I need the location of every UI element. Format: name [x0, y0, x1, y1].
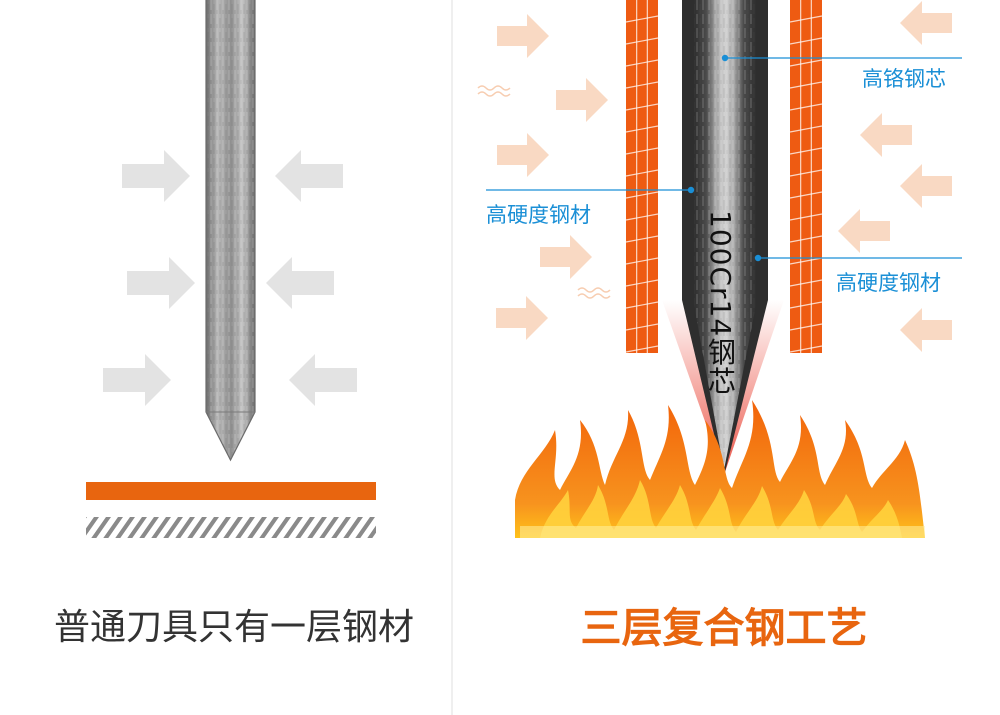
arrow-right-icon: [122, 150, 190, 202]
arrow-left-icon: [275, 150, 343, 202]
arrow-left-icon: [900, 308, 952, 352]
left-panel: [86, 0, 376, 538]
right-panel: [477, 0, 952, 538]
arrow-left-icon: [838, 209, 890, 253]
composite-blade: [682, 0, 768, 476]
arrow-left-icon: [860, 113, 912, 157]
right-caption: 三层复合钢工艺: [580, 604, 868, 652]
callout-core-label: 高铬钢芯: [862, 67, 946, 91]
callout-hard-steel-right-label: 高硬度钢材: [836, 271, 941, 295]
arrow-right-icon: [127, 257, 195, 309]
outer-steel-layer-left: [625, 0, 659, 353]
arrow-left-icon: [266, 257, 334, 309]
left-caption: 普通刀具只有一层钢材: [53, 607, 414, 648]
outer-steel-layer-right: [789, 0, 823, 353]
core-grade-label: 100Cr14钢芯: [704, 210, 737, 396]
pressure-arrows-right: [496, 1, 952, 352]
pressure-arrows-left: [103, 150, 357, 406]
arrow-left-icon: [289, 354, 357, 406]
arrow-right-icon: [496, 296, 548, 340]
arrow-left-icon: [900, 1, 952, 45]
arrow-right-icon: [103, 354, 171, 406]
arrow-right-icon: [556, 78, 608, 122]
heat-wave-icon: [477, 85, 611, 299]
arrow-left-icon: [900, 164, 952, 208]
callout-lines: [486, 54, 962, 262]
callout-hard-steel-left-label: 高硬度钢材: [486, 203, 591, 227]
flame-icon: [515, 400, 925, 538]
steel-base-bar: [86, 482, 376, 500]
arrow-right-icon: [540, 235, 592, 279]
arrow-right-icon: [497, 14, 549, 58]
ground-hatch: [86, 517, 376, 538]
single-layer-blade: [205, 0, 256, 462]
arrow-right-icon: [497, 133, 549, 177]
